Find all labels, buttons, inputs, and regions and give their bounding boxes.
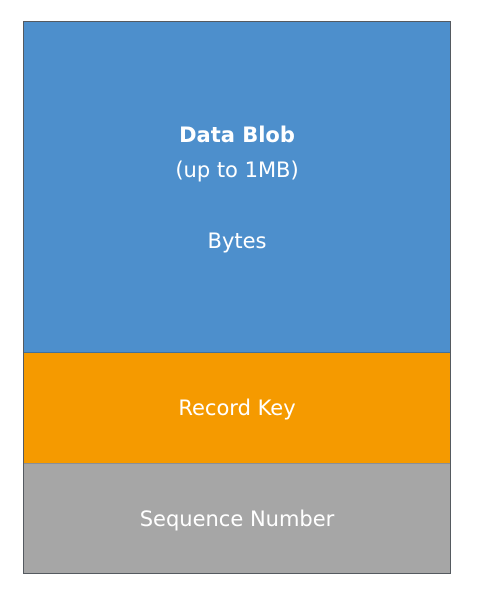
sequence-number-label: Sequence Number xyxy=(139,506,335,531)
record-key-label: Record Key xyxy=(178,396,296,420)
sequence-number-block: Sequence Number xyxy=(24,464,450,573)
data-blob-size-limit: (up to 1MB) xyxy=(175,158,299,182)
data-blob-content-label: Bytes xyxy=(207,229,267,253)
record-structure-diagram: Data Blob (up to 1MB) Bytes Record Key S… xyxy=(23,21,451,574)
data-blob-block: Data Blob (up to 1MB) Bytes xyxy=(24,22,450,353)
data-blob-title: Data Blob xyxy=(179,123,295,147)
record-key-block: Record Key xyxy=(24,353,450,464)
